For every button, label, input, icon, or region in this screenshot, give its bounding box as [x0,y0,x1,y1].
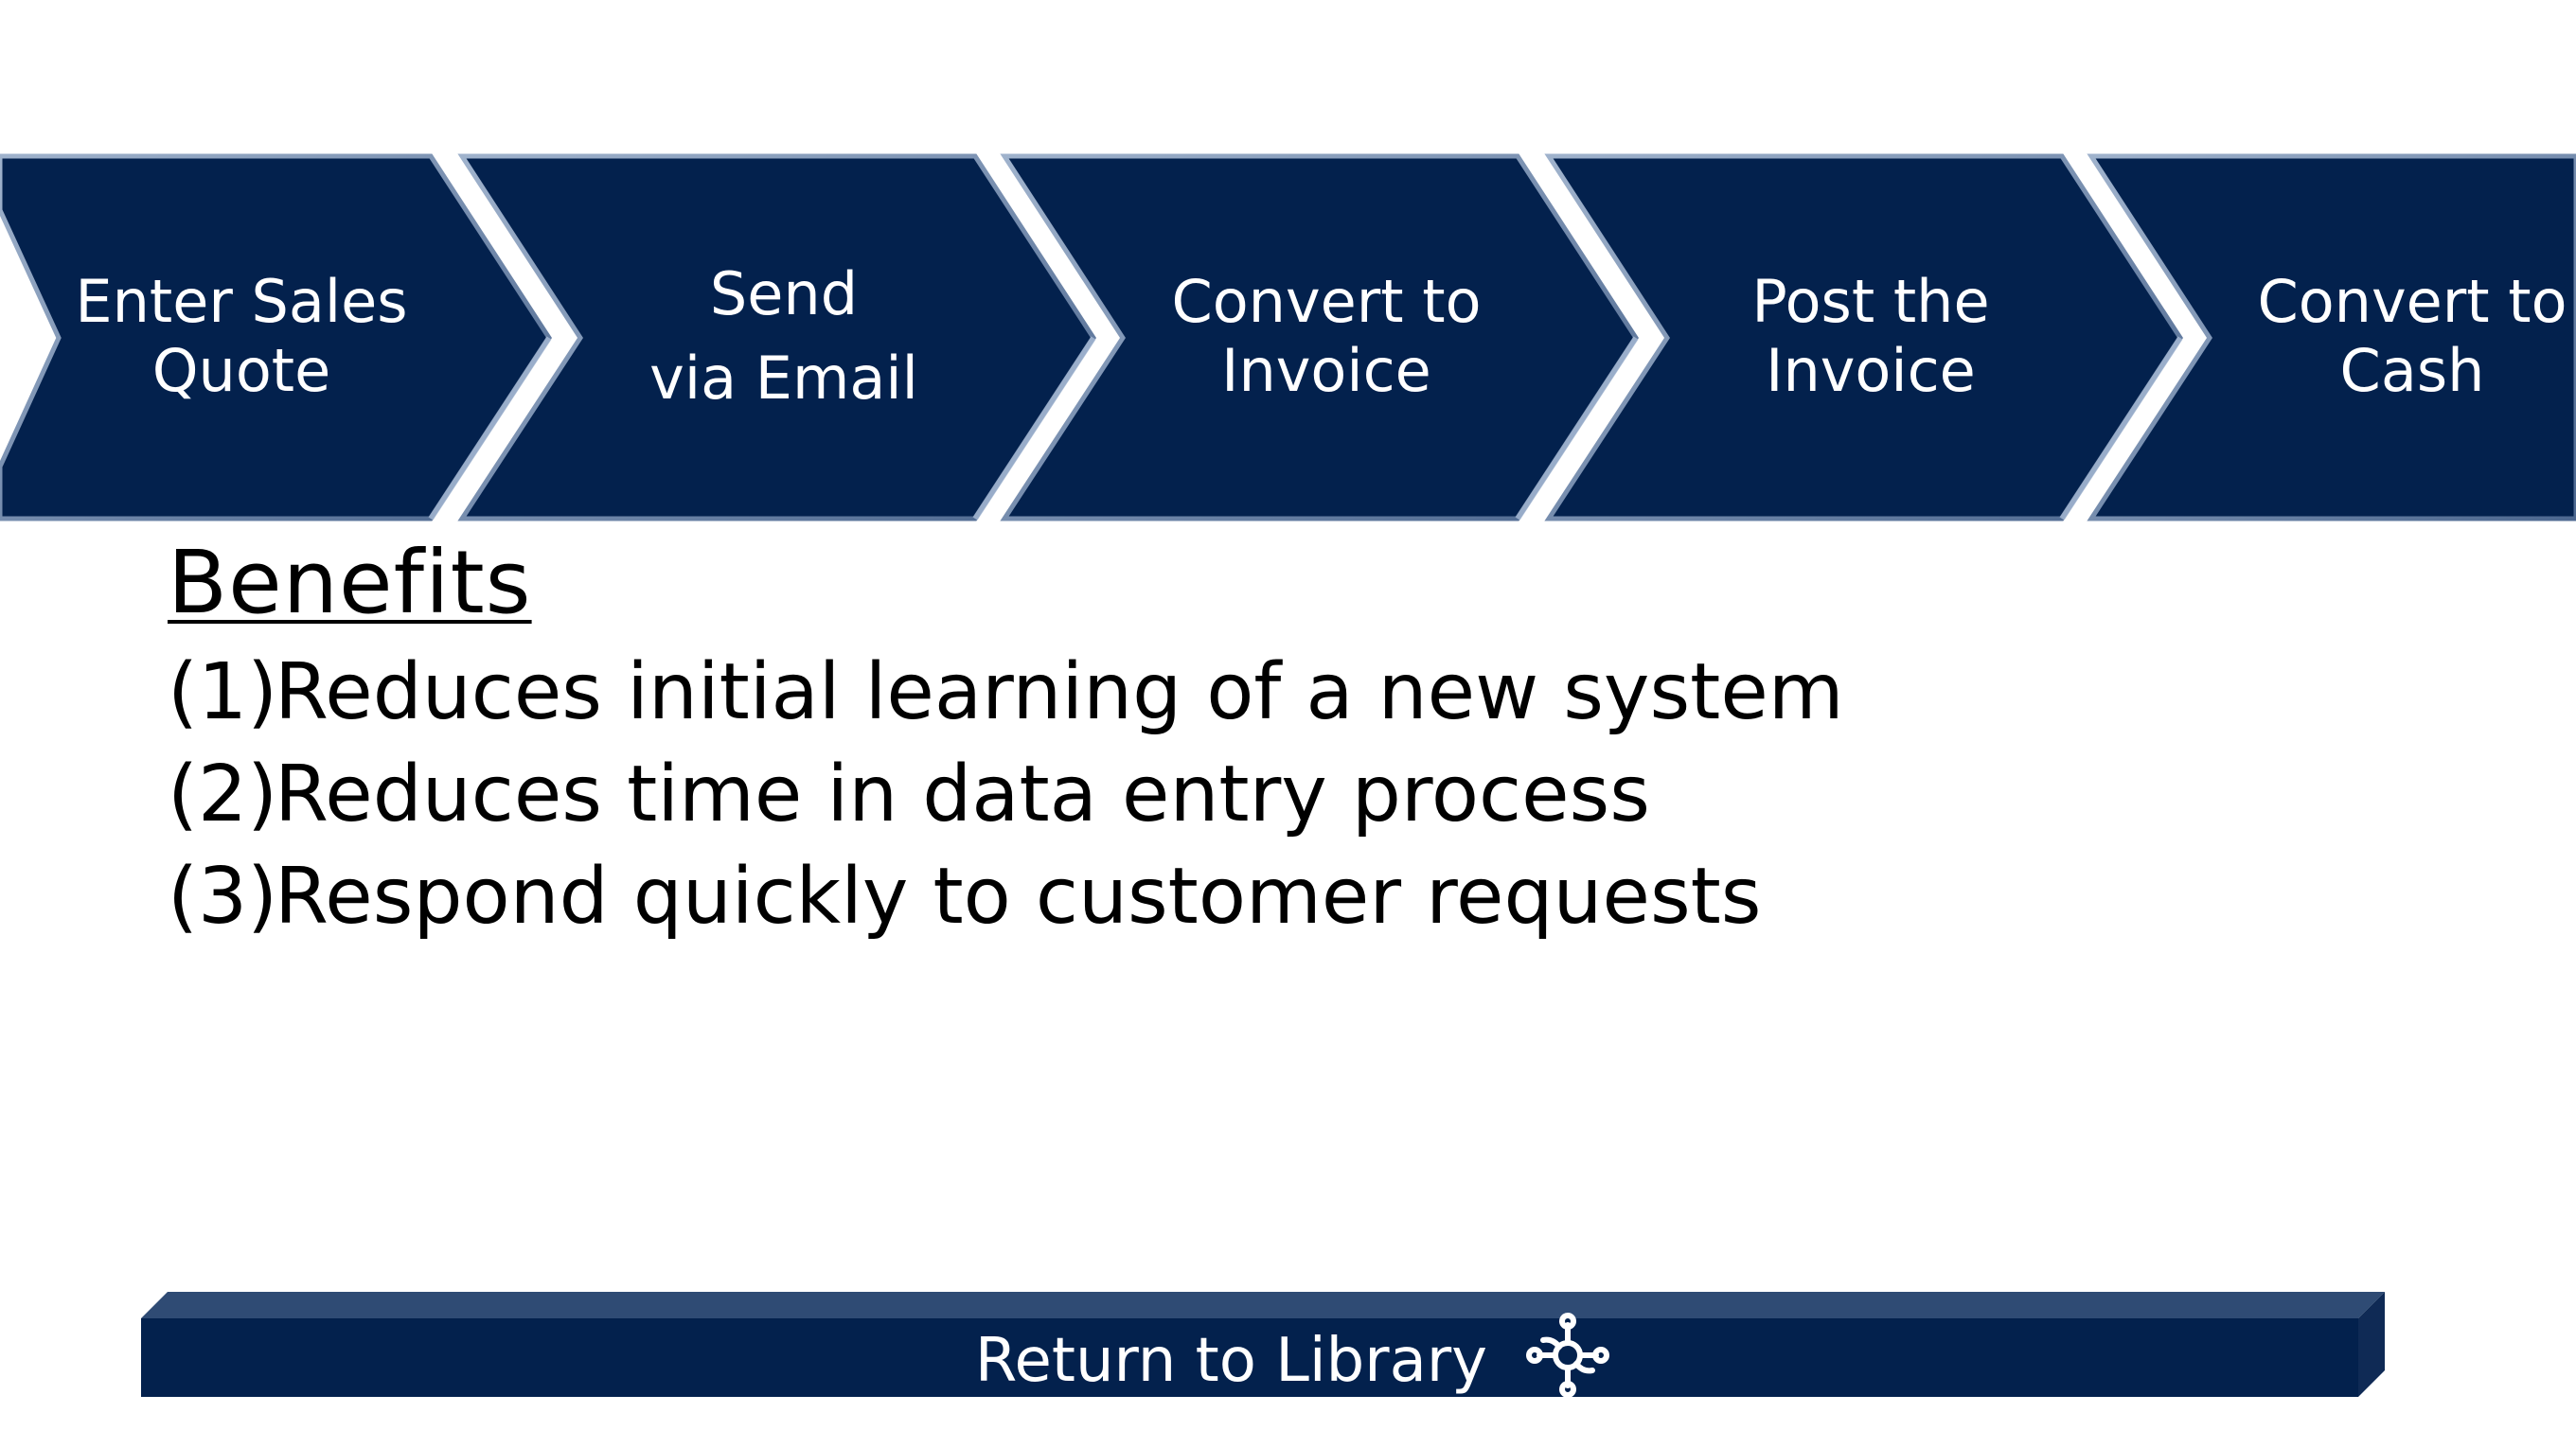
benefit-text: Reduces initial learning of a new system [275,647,1844,737]
benefit-number: (1) [168,647,278,737]
benefit-text: Reduces time in data entry process [275,750,1650,839]
network-hub-icon [1526,1313,1609,1398]
step-label-line2: Quote [152,336,330,405]
benefits-heading: Benefits [168,532,532,633]
step-label-line2: Invoice [1766,336,1976,405]
chevron-highlight [972,336,1096,521]
benefit-item-2: (2) Reduces time in data entry process [168,744,1844,846]
chevron-shape [2087,153,2576,521]
button-top-face [141,1292,2385,1318]
return-to-library-label: Return to Library [975,1326,1487,1396]
benefit-item-1: (1) Reduces initial learning of a new sy… [168,642,1844,744]
chevron-shape [0,153,552,521]
chevron-highlight [2059,336,2183,521]
process-step-2: Send via Email [457,153,1096,521]
step-label-line2: via Email [649,344,918,413]
benefit-item-3: (3) Respond quickly to customer requests [168,846,1844,948]
process-step-4: Post the Invoice [1544,153,2183,521]
button-front-face [141,1318,2358,1397]
step-label-line2: Invoice [1221,336,1431,405]
return-to-library-button[interactable]: Return to Library [141,1292,2385,1398]
chevron-highlight [1515,336,1639,521]
step-label-line1: Post the [1751,267,1989,336]
benefit-number: (3) [168,852,278,942]
chevron-shape [457,153,1096,521]
button-side-face [2358,1292,2385,1397]
process-step-5: Convert to Cash [2087,153,2576,521]
benefit-number: (2) [168,750,278,839]
process-step-1: Enter Sales Quote [0,153,552,521]
step-label-line1: Send [710,259,858,328]
chevron-highlight [428,336,552,521]
step-label-line2: Cash [2340,336,2485,405]
step-label-line1: Convert to [2257,267,2567,336]
step-label-line1: Enter Sales [75,267,407,336]
process-step-3: Convert to Invoice [1000,153,1639,521]
step-label-line1: Convert to [1171,267,1481,336]
benefit-text: Respond quickly to customer requests [275,852,1762,942]
benefits-section: Benefits (1) Reduces initial learning of… [168,530,1844,948]
